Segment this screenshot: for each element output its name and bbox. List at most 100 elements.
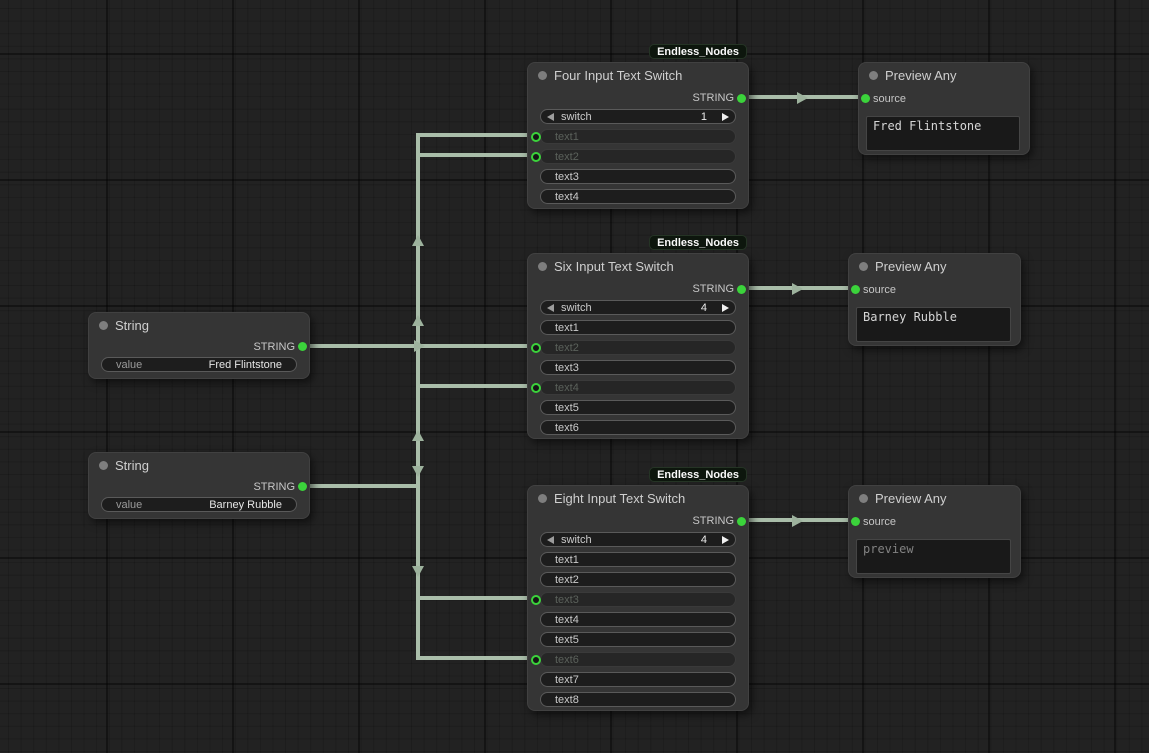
wire-segment [416,656,534,660]
node-header[interactable]: String [89,313,309,337]
wire-arrow-up-icon [412,315,424,326]
input-port-text6[interactable] [530,655,541,665]
text-widget-text3[interactable]: text3 [540,592,736,607]
node-header[interactable]: Four Input Text Switch [528,63,748,87]
combo-decrement-icon[interactable] [547,112,554,121]
input-port-text2[interactable] [530,343,541,353]
node-string-1[interactable]: String STRING value Fred Flintstone [88,312,310,379]
node-category-badge: Endless_Nodes [649,44,747,59]
widget-value: Barney Rubble [209,498,282,511]
input-slot-label: source [863,516,897,528]
combo-value: 1 [700,110,707,123]
switch-combo-widget[interactable]: switch 1 [540,109,736,124]
widget-label: text7 [555,673,579,686]
node-collapse-dot[interactable] [538,71,547,80]
node-collapse-dot[interactable] [99,461,108,470]
wire-arrow-right-icon [797,92,808,104]
value-widget[interactable]: value Barney Rubble [101,497,297,512]
preview-textarea[interactable]: Barney Rubble [856,307,1011,342]
widget-label: text5 [555,633,579,646]
wire-segment [416,596,534,600]
output-port-string[interactable] [736,94,746,103]
text-widget-text5[interactable]: text5 [540,632,736,647]
wire-arrow-up-icon [412,235,424,246]
node-collapse-dot[interactable] [859,494,868,503]
input-port-text2[interactable] [530,152,541,162]
node-collapse-dot[interactable] [538,494,547,503]
widget-label: text2 [555,150,579,163]
node-header[interactable]: String [89,453,309,477]
node-preview-any-3[interactable]: Preview Any source preview [848,485,1021,578]
text-widget-text7[interactable]: text7 [540,672,736,687]
node-collapse-dot[interactable] [538,262,547,271]
output-port-string[interactable] [297,482,307,491]
node-header[interactable]: Preview Any [859,63,1029,87]
input-port-text1[interactable] [530,132,541,142]
node-category-badge: Endless_Nodes [649,235,747,250]
node-preview-any-1[interactable]: Preview Any source Fred Flintstone [858,62,1030,155]
combo-label: switch [561,301,592,314]
text-widget-text2[interactable]: text2 [540,149,736,164]
node-collapse-dot[interactable] [859,262,868,271]
node-eight-input-text-switch[interactable]: Endless_Nodes Eight Input Text Switch ST… [527,467,749,711]
value-widget[interactable]: value Fred Flintstone [101,357,297,372]
combo-increment-icon[interactable] [722,303,729,312]
input-port-source[interactable] [850,517,860,526]
switch-combo-widget[interactable]: switch 4 [540,532,736,547]
text-widget-text2[interactable]: text2 [540,572,736,587]
combo-decrement-icon[interactable] [547,303,554,312]
preview-textarea[interactable]: preview [856,539,1011,574]
input-port-source[interactable] [860,94,870,103]
node-preview-any-2[interactable]: Preview Any source Barney Rubble [848,253,1021,346]
node-collapse-dot[interactable] [99,321,108,330]
node-title: Preview Any [885,68,957,83]
node-string-2[interactable]: String STRING value Barney Rubble [88,452,310,519]
output-port-string[interactable] [297,342,307,351]
combo-increment-icon[interactable] [722,535,729,544]
widget-label: text3 [555,170,579,183]
widget-label: text1 [555,130,579,143]
node-four-input-text-switch[interactable]: Endless_Nodes Four Input Text Switch STR… [527,44,749,209]
wire-arrow-up-icon [412,430,424,441]
input-port-text4[interactable] [530,383,541,393]
combo-decrement-icon[interactable] [547,535,554,544]
input-port-text3[interactable] [530,595,541,605]
text-widget-text3[interactable]: text3 [540,360,736,375]
node-header[interactable]: Six Input Text Switch [528,254,748,278]
combo-value: 4 [700,301,707,314]
text-widget-text1[interactable]: text1 [540,320,736,335]
widget-label: text6 [555,421,579,434]
node-header[interactable]: Preview Any [849,486,1020,510]
text-widget-text1[interactable]: text1 [540,552,736,567]
text-widget-text1[interactable]: text1 [540,129,736,144]
input-port-source[interactable] [850,285,860,294]
text-widget-text4[interactable]: text4 [540,380,736,395]
text-widget-text8[interactable]: text8 [540,692,736,707]
text-widget-text6[interactable]: text6 [540,420,736,435]
node-six-input-text-switch[interactable]: Endless_Nodes Six Input Text Switch STRI… [527,235,749,439]
wire-segment [416,153,534,157]
node-collapse-dot[interactable] [869,71,878,80]
text-widget-text2[interactable]: text2 [540,340,736,355]
widget-label: text1 [555,553,579,566]
text-widget-text3[interactable]: text3 [540,169,736,184]
switch-combo-widget[interactable]: switch 4 [540,300,736,315]
input-slot-label: source [873,93,907,105]
node-header[interactable]: Eight Input Text Switch [528,486,748,510]
combo-label: switch [561,533,592,546]
widget-label: text4 [555,613,579,626]
output-slot-label: STRING [692,92,734,104]
preview-textarea[interactable]: Fred Flintstone [866,116,1020,151]
widget-label: text3 [555,361,579,374]
text-widget-text4[interactable]: text4 [540,612,736,627]
combo-increment-icon[interactable] [722,112,729,121]
node-header[interactable]: Preview Any [849,254,1020,278]
widget-label: text5 [555,401,579,414]
wire-arrow-down-icon [412,566,424,577]
output-port-string[interactable] [736,517,746,526]
output-port-string[interactable] [736,285,746,294]
text-widget-text4[interactable]: text4 [540,189,736,204]
text-widget-text6[interactable]: text6 [540,652,736,667]
text-widget-text5[interactable]: text5 [540,400,736,415]
